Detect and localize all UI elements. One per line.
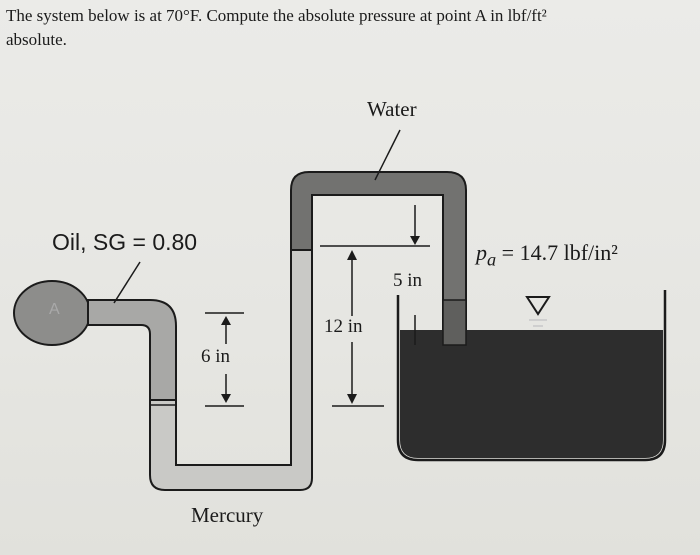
dim-12in-arrowhead-top [347, 250, 357, 260]
free-surface-triangle-icon [525, 296, 551, 316]
tank-water-fill [400, 330, 663, 458]
mercury-label: Mercury [191, 503, 264, 527]
oil-pipe [87, 299, 177, 401]
pa-symbol: p [476, 240, 487, 265]
dim-6in-arrowhead-top [221, 316, 231, 325]
water-leader-line [374, 129, 401, 181]
dim-12in-arrowhead-bottom [347, 394, 357, 404]
dimension-12in-label: 12 in [324, 316, 363, 337]
dim-5in-arrowhead-top [410, 236, 420, 245]
dimension-6in-label: 6 in [201, 346, 231, 367]
water-inverted-u-pipe [290, 171, 467, 341]
pipe-into-tank [442, 299, 467, 346]
pa-subscript: a [487, 249, 497, 270]
oil-label: Oil, SG = 0.80 [52, 229, 198, 255]
point-a-label: A [49, 301, 60, 318]
problem-statement-line-1: The system below is at 70°F. Compute the… [6, 6, 547, 25]
water-tank [396, 290, 667, 462]
oil-leader-line [113, 261, 141, 304]
dimension-5in-label: 5 in [393, 270, 423, 291]
water-label: Water [367, 97, 417, 121]
dim-6in-arrowhead-bottom [221, 394, 231, 403]
atmospheric-pressure-label: pa = 14.7 lbf/in² [476, 240, 618, 270]
pa-value: = 14.7 lbf/in² [496, 240, 618, 265]
problem-statement-line-2: absolute. [6, 30, 67, 49]
